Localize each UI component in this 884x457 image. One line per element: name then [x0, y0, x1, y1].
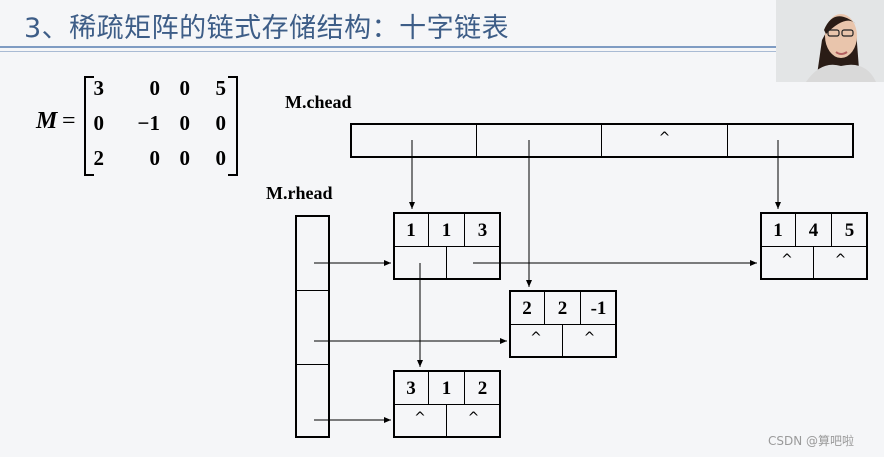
rhead-array — [295, 215, 330, 438]
matrix-cell: 5 — [215, 76, 227, 100]
node-divider — [580, 291, 581, 324]
chead-divider — [476, 124, 477, 157]
node-divider — [464, 213, 465, 246]
chead-array — [350, 123, 854, 158]
matrix-left-bracket — [84, 76, 94, 176]
node-col: 1 — [441, 378, 452, 399]
node-right-null-caret: ^ — [583, 330, 596, 346]
matrix-cell: 0 — [179, 146, 191, 170]
node-col: 2 — [557, 298, 568, 319]
watermark: CSDN @算吧啦 — [768, 434, 855, 448]
node-divider — [446, 246, 447, 279]
node-down-null-caret: ^ — [530, 330, 542, 346]
presenter-webcam — [776, 0, 884, 82]
node-value: -1 — [590, 298, 607, 319]
matrix-cell: 0 — [149, 76, 161, 100]
node-divider — [394, 246, 500, 247]
matrix-cell: 2 — [93, 146, 105, 170]
matrix-cell: 0 — [215, 146, 227, 170]
node-divider — [446, 404, 447, 437]
node-divider — [394, 404, 500, 405]
node-divider — [562, 324, 563, 357]
node-divider — [544, 291, 545, 324]
node-row: 1 — [773, 220, 783, 241]
chead-label: M.chead — [285, 92, 352, 112]
matrix-cell: 0 — [149, 146, 161, 170]
node-down-null-caret: ^ — [414, 410, 426, 426]
node-divider — [795, 213, 796, 246]
title-rule — [0, 46, 778, 48]
node-divider — [428, 371, 429, 404]
matrix-right-bracket — [228, 76, 238, 176]
node-col: 4 — [808, 220, 819, 241]
node-value: 5 — [844, 220, 855, 241]
node-row: 1 — [406, 220, 416, 241]
chead-null-caret: ^ — [658, 130, 671, 146]
rhead-divider — [296, 290, 329, 291]
node-value: 3 — [477, 220, 488, 241]
matrix-cell: 0 — [179, 111, 191, 135]
node-divider — [464, 371, 465, 404]
node-divider — [761, 246, 867, 247]
matrix-cell: −1 — [137, 111, 160, 135]
node-value: 2 — [477, 378, 488, 399]
node-col: 1 — [441, 220, 452, 241]
node-row: 2 — [522, 298, 532, 319]
node-right-null-caret: ^ — [467, 410, 480, 426]
node-divider — [428, 213, 429, 246]
slide-title: 3、稀疏矩阵的链式存储结构：十字链表 — [24, 13, 510, 44]
node-down-null-caret: ^ — [781, 252, 793, 268]
chead-divider — [727, 124, 728, 157]
chead-divider — [601, 124, 602, 157]
node-row: 3 — [406, 378, 416, 399]
title-rule-thin — [0, 51, 778, 52]
matrix-cell: 0 — [179, 76, 191, 100]
matrix-cell: 0 — [215, 111, 227, 135]
rhead-divider — [296, 364, 329, 365]
node-divider — [831, 213, 832, 246]
node-divider — [510, 324, 616, 325]
matrix-label: M — [36, 108, 58, 134]
node-divider — [813, 246, 814, 279]
matrix-equals: = — [62, 108, 76, 134]
node-right-null-caret: ^ — [834, 252, 847, 268]
matrix-cell: 0 — [93, 111, 105, 135]
matrix-cell: 3 — [93, 76, 105, 100]
rhead-label: M.rhead — [266, 183, 333, 203]
